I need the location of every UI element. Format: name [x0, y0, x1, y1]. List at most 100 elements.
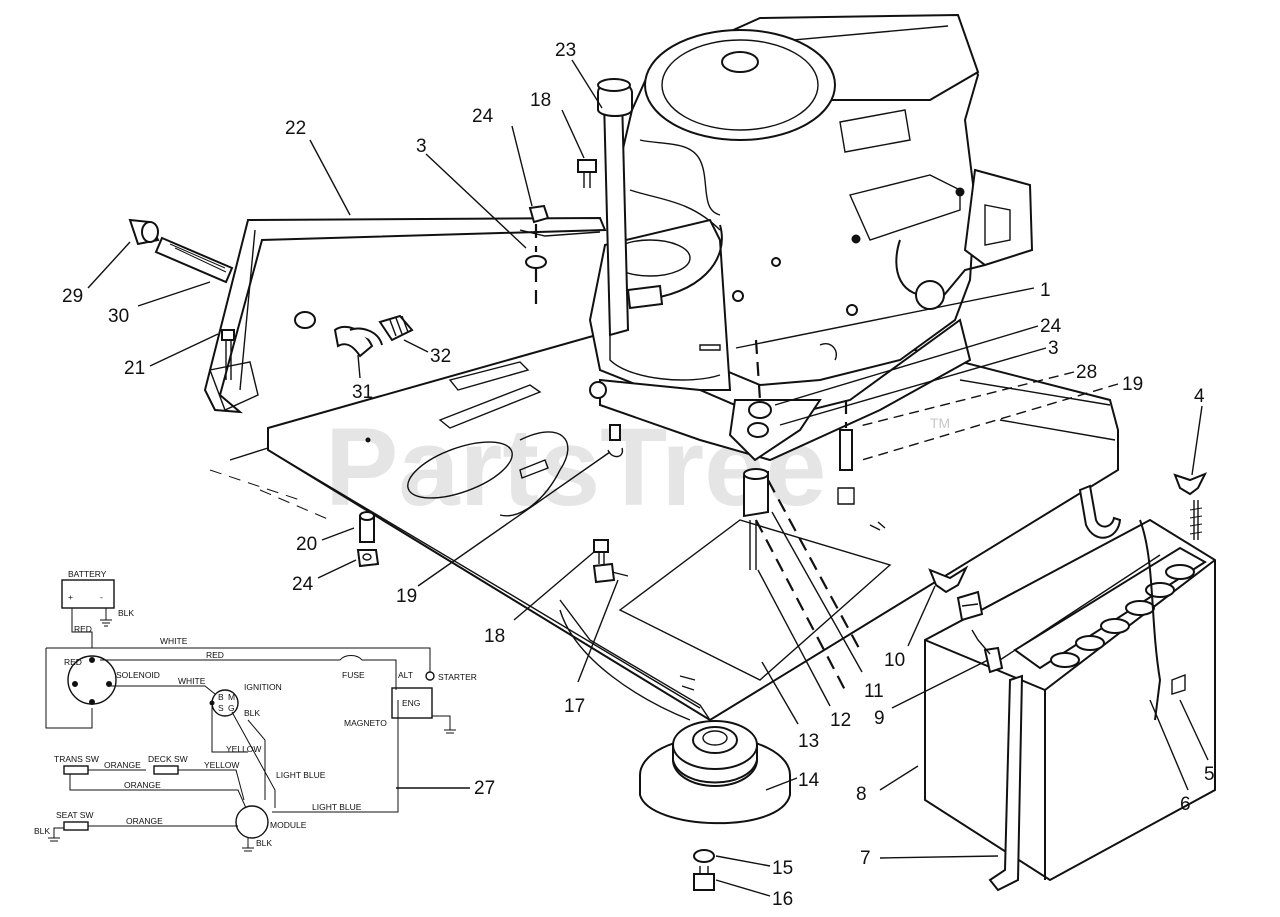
ign-blk-label: BLK — [244, 708, 260, 718]
red-wire-fuse — [100, 659, 397, 690]
part-11-spacer — [743, 339, 861, 691]
callout-11: 11 — [864, 681, 884, 702]
part-32-fitting — [378, 314, 414, 342]
ign-b: B — [218, 692, 224, 702]
orange-label-3: ORANGE — [126, 816, 163, 826]
yellow-label-1: YELLOW — [226, 744, 261, 754]
callout-24-low: 24 — [292, 574, 314, 595]
battery-minus: - — [100, 592, 103, 602]
deck-switch — [153, 765, 179, 775]
ign-s: S — [218, 703, 224, 713]
callout-22: 22 — [285, 118, 306, 139]
callout-18-low: 18 — [484, 626, 505, 647]
loop-left — [45, 648, 93, 729]
callout-30: 30 — [108, 306, 129, 327]
eng-label: ENG — [402, 698, 420, 708]
callout-numbers: 23 18 24 3 22 29 30 21 31 32 1 24 3 28 1… — [62, 40, 1215, 910]
watermark-tm: TM — [930, 415, 950, 431]
yellow-label-2: YELLOW — [204, 760, 239, 770]
part-24-nut-low — [356, 549, 380, 568]
red-wire-batt — [71, 608, 93, 648]
white-wire-ign — [110, 685, 216, 695]
battery-plus: + — [68, 592, 73, 602]
callout-6: 6 — [1180, 794, 1191, 815]
callout-14: 14 — [798, 770, 820, 791]
frame-grommet — [294, 311, 316, 329]
callout-27: 27 — [474, 778, 495, 799]
red-label-3: RED — [206, 650, 224, 660]
callout-29: 29 — [62, 286, 83, 307]
leader-lines — [87, 59, 1209, 897]
battery-box — [61, 579, 115, 609]
sol-term-2 — [72, 681, 78, 687]
lightblue-label-2: LIGHT BLUE — [312, 802, 362, 812]
battery-blk-label: BLK — [118, 608, 134, 618]
blk-wire-module — [231, 711, 276, 808]
engine — [588, 13, 1034, 462]
module-circle — [235, 805, 269, 839]
callout-32: 32 — [430, 346, 451, 367]
part-4-wing-nut — [1173, 472, 1208, 540]
part-29-sleeve — [128, 218, 160, 246]
ignition-label: IGNITION — [244, 682, 282, 692]
lightblue-wire — [247, 719, 266, 800]
lightblue-wire-2 — [272, 700, 399, 813]
callout-16: 16 — [772, 889, 793, 910]
callout-18-top: 18 — [530, 90, 551, 111]
part-16-bolt — [693, 866, 715, 891]
part-15-washer — [693, 849, 715, 863]
callout-3-top: 3 — [416, 136, 427, 157]
callout-7: 7 — [860, 848, 871, 869]
part-17-clip — [592, 562, 629, 584]
throttle-bracket — [203, 216, 607, 414]
callout-8: 8 — [856, 784, 867, 805]
part-21-bolt — [221, 329, 235, 380]
ign-g: G — [228, 703, 235, 713]
sol-term-4 — [89, 699, 95, 705]
callout-13: 13 — [798, 731, 819, 752]
callout-12: 12 — [830, 710, 851, 731]
module-ground — [242, 838, 254, 852]
callout-19-left: 19 — [396, 586, 417, 607]
part-30-rod — [154, 236, 234, 284]
part-8-battery — [924, 484, 1216, 892]
callout-10: 10 — [884, 650, 905, 671]
yellow-wire-1 — [211, 706, 248, 753]
part-18-screw-top — [577, 159, 597, 188]
battery-label: BATTERY — [68, 569, 107, 579]
white-label-2: WHITE — [178, 676, 206, 686]
callout-3-right: 3 — [1048, 338, 1059, 359]
orange-label-1: ORANGE — [104, 760, 141, 770]
alt-label: ALT — [398, 670, 413, 680]
part-3-washer-top — [525, 255, 547, 269]
part-10-wing-nut — [928, 565, 969, 594]
part-24-nut-top — [528, 204, 550, 252]
callout-19-right: 19 — [1122, 374, 1143, 395]
callout-9: 9 — [874, 708, 885, 729]
fuse-symbol — [339, 655, 363, 661]
engine-box — [391, 687, 433, 719]
seat-blk-label: BLK — [34, 826, 50, 836]
fuse-label: FUSE — [342, 670, 365, 680]
callout-28: 28 — [1076, 362, 1097, 383]
battery-cell-caps — [1013, 546, 1207, 670]
trans-sw-label: TRANS SW — [54, 754, 99, 764]
module-blk-label: BLK — [256, 838, 272, 848]
callout-31: 31 — [352, 382, 373, 403]
ign-m: M — [228, 692, 235, 702]
callout-24-right: 24 — [1040, 316, 1062, 337]
white-wire-top — [92, 647, 431, 672]
callout-1: 1 — [1040, 280, 1051, 301]
callout-23: 23 — [555, 40, 576, 61]
battery-ground — [100, 608, 112, 627]
part-14-pulley — [639, 720, 791, 825]
orange-label-2: ORANGE — [124, 780, 161, 790]
ign-dot — [209, 700, 215, 706]
dipstick-tube — [597, 78, 633, 337]
callout-17: 17 — [564, 696, 585, 717]
module-label: MODULE — [270, 820, 307, 830]
part-18-screw-low — [593, 539, 609, 564]
part-19-spacer-right — [837, 400, 855, 505]
callout-15: 15 — [772, 858, 793, 879]
